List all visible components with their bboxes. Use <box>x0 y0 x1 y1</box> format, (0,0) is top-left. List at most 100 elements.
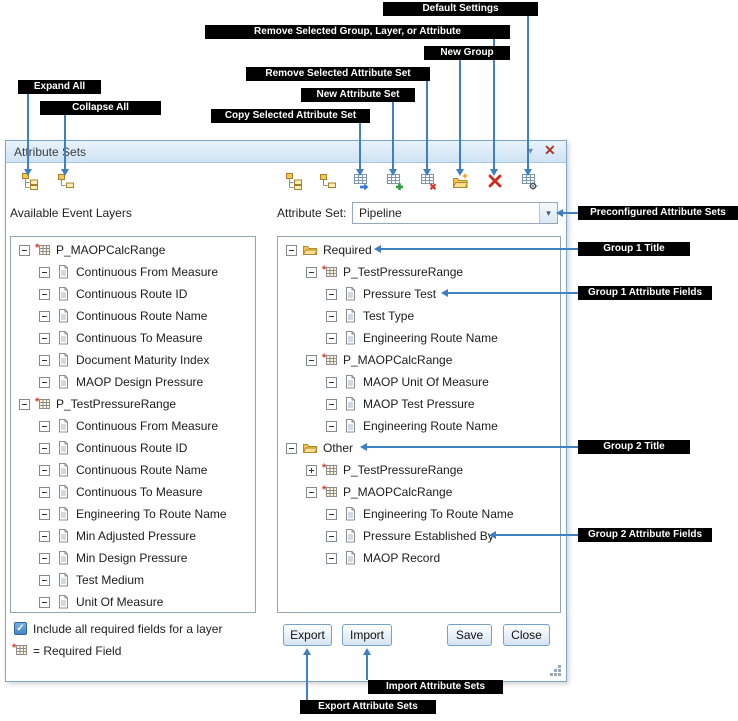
field-icon <box>342 396 358 412</box>
collapse-icon[interactable] <box>286 442 297 454</box>
collapse-all-right-button[interactable] <box>318 173 338 193</box>
collapse-icon[interactable] <box>19 398 30 410</box>
collapse-icon[interactable] <box>39 442 50 454</box>
collapse-icon[interactable] <box>306 354 317 366</box>
collapse-icon[interactable] <box>326 310 337 322</box>
new-attribute-set-button[interactable] <box>384 173 404 193</box>
tree-item-maop-record[interactable]: MAOP Record <box>278 547 560 569</box>
collapse-icon[interactable] <box>326 530 337 542</box>
collapse-icon[interactable] <box>39 332 50 344</box>
layer-icon: * <box>35 396 51 412</box>
collapse-icon[interactable] <box>39 310 50 322</box>
field-icon <box>55 484 71 500</box>
default-settings-button[interactable] <box>519 173 539 193</box>
tree-item-test-medium[interactable]: Test Medium <box>11 569 255 591</box>
collapse-icon[interactable] <box>39 376 50 388</box>
field-icon <box>55 286 71 302</box>
collapse-icon[interactable] <box>326 332 337 344</box>
collapse-icon[interactable] <box>39 266 50 278</box>
collapse-icon[interactable] <box>326 376 337 388</box>
collapse-icon[interactable] <box>39 288 50 300</box>
new-group-button[interactable] <box>451 172 471 193</box>
collapse-icon[interactable] <box>39 508 50 520</box>
required-field-legend: = Required Field <box>33 644 122 658</box>
tree-item-test-type[interactable]: Test Type <box>278 305 560 327</box>
tree-item-p-testpressurerange[interactable]: * P_TestPressureRange <box>11 393 255 415</box>
tree-item-label: Continuous Route Name <box>76 309 208 323</box>
copy-attribute-set-button[interactable] <box>351 173 371 193</box>
tree-item-p-maopcalcrange[interactable]: *P_MAOPCalcRange <box>278 349 560 371</box>
tree-item-continuous-to-measure[interactable]: Continuous To Measure <box>11 481 255 503</box>
collapse-icon[interactable] <box>39 552 50 564</box>
arrowhead-left-icon <box>441 289 448 297</box>
tree-item-pressure-established-by[interactable]: Pressure Established By <box>278 525 560 547</box>
collapse-icon[interactable] <box>326 508 337 520</box>
close-button[interactable]: Close <box>503 624 550 646</box>
dropdown-arrow-icon[interactable]: ▾ <box>539 203 557 223</box>
collapse-icon[interactable] <box>39 596 50 608</box>
tree-item-p-testpressurerange[interactable]: *P_TestPressureRange <box>278 261 560 283</box>
collapse-icon[interactable] <box>19 244 30 256</box>
expand-all-button[interactable] <box>20 172 40 193</box>
tree-item-continuous-from-measure[interactable]: Continuous From Measure <box>11 415 255 437</box>
field-icon <box>342 506 358 522</box>
import-button[interactable]: Import <box>342 624 392 646</box>
tree-item-unit-of-measure[interactable]: Unit Of Measure <box>11 591 255 612</box>
tree-item-maop-unit-of-measure[interactable]: MAOP Unit Of Measure <box>278 371 560 393</box>
collapse-icon[interactable] <box>39 354 50 366</box>
save-button[interactable]: Save <box>447 624 492 646</box>
field-icon <box>55 374 71 390</box>
titlebar-collapse-icon[interactable]: ▾ <box>528 146 534 157</box>
collapse-icon[interactable] <box>326 420 337 432</box>
collapse-icon[interactable] <box>39 486 50 498</box>
tree-item-pressure-test[interactable]: Pressure Test <box>278 283 560 305</box>
tree-item-maop-design-pressure[interactable]: MAOP Design Pressure <box>11 371 255 393</box>
tree-item-p-maopcalcrange[interactable]: *P_MAOPCalcRange <box>11 239 255 261</box>
expand-icon[interactable] <box>306 464 317 476</box>
include-required-fields-checkbox[interactable]: ✓ <box>14 622 27 635</box>
dialog-title: Attribute Sets <box>14 145 87 159</box>
collapse-icon[interactable] <box>326 398 337 410</box>
tree-item-other[interactable]: Other <box>278 437 560 459</box>
tree-item-continuous-route-id[interactable]: Continuous Route ID <box>11 283 255 305</box>
tree-item-label: Continuous From Measure <box>76 419 219 433</box>
close-icon[interactable]: ✕ <box>544 142 556 158</box>
tree-item-continuous-route-id[interactable]: Continuous Route ID <box>11 437 255 459</box>
annotation-connector <box>359 123 361 169</box>
tree-item-engineering-route-name[interactable]: Engineering Route Name <box>278 415 560 437</box>
resize-grip-icon[interactable] <box>549 664 562 677</box>
tree-item-continuous-route-name[interactable]: Continuous Route Name <box>11 305 255 327</box>
collapse-icon[interactable] <box>326 288 337 300</box>
tree-item-p-testpressurerange[interactable]: *P_TestPressureRange <box>278 459 560 481</box>
collapse-icon[interactable] <box>286 244 297 256</box>
collapse-icon[interactable] <box>39 530 50 542</box>
tree-item-min-design-pressure[interactable]: Min Design Pressure <box>11 547 255 569</box>
collapse-icon[interactable] <box>326 552 337 564</box>
tree-item-engineering-to-route-name[interactable]: Engineering To Route Name <box>278 503 560 525</box>
collapse-icon[interactable] <box>306 266 317 278</box>
collapse-icon[interactable] <box>39 574 50 586</box>
export-button[interactable]: Export <box>283 624 332 646</box>
annotation-group2-title: Group 2 Title <box>578 440 690 454</box>
attribute-set-dropdown[interactable]: Pipeline ▾ <box>352 202 558 224</box>
tree-item-continuous-to-measure[interactable]: Continuous To Measure <box>11 327 255 349</box>
tree-item-continuous-route-name[interactable]: Continuous Route Name <box>11 459 255 481</box>
tree-item-label: P_TestPressureRange <box>56 397 177 411</box>
collapse-icon[interactable] <box>39 464 50 476</box>
remove-attribute-set-button[interactable] <box>418 173 438 193</box>
tree-item-required[interactable]: Required <box>278 239 560 261</box>
remove-selected-button[interactable] <box>485 173 505 193</box>
tree-item-document-maturity-index[interactable]: Document Maturity Index <box>11 349 255 371</box>
tree-item-continuous-from-measure[interactable]: Continuous From Measure <box>11 261 255 283</box>
tree-item-engineering-to-route-name[interactable]: Engineering To Route Name <box>11 503 255 525</box>
tree-item-label: P_TestPressureRange <box>343 265 464 279</box>
collapse-icon[interactable] <box>39 420 50 432</box>
tree-item-maop-test-pressure[interactable]: MAOP Test Pressure <box>278 393 560 415</box>
tree-item-engineering-route-name[interactable]: Engineering Route Name <box>278 327 560 349</box>
collapse-all-button[interactable] <box>56 173 76 193</box>
tree-item-min-adjusted-pressure[interactable]: Min Adjusted Pressure <box>11 525 255 547</box>
tree-item-p-maopcalcrange[interactable]: *P_MAOPCalcRange <box>278 481 560 503</box>
field-icon <box>55 330 71 346</box>
collapse-icon[interactable] <box>306 486 317 498</box>
expand-all-right-button[interactable] <box>284 172 304 193</box>
